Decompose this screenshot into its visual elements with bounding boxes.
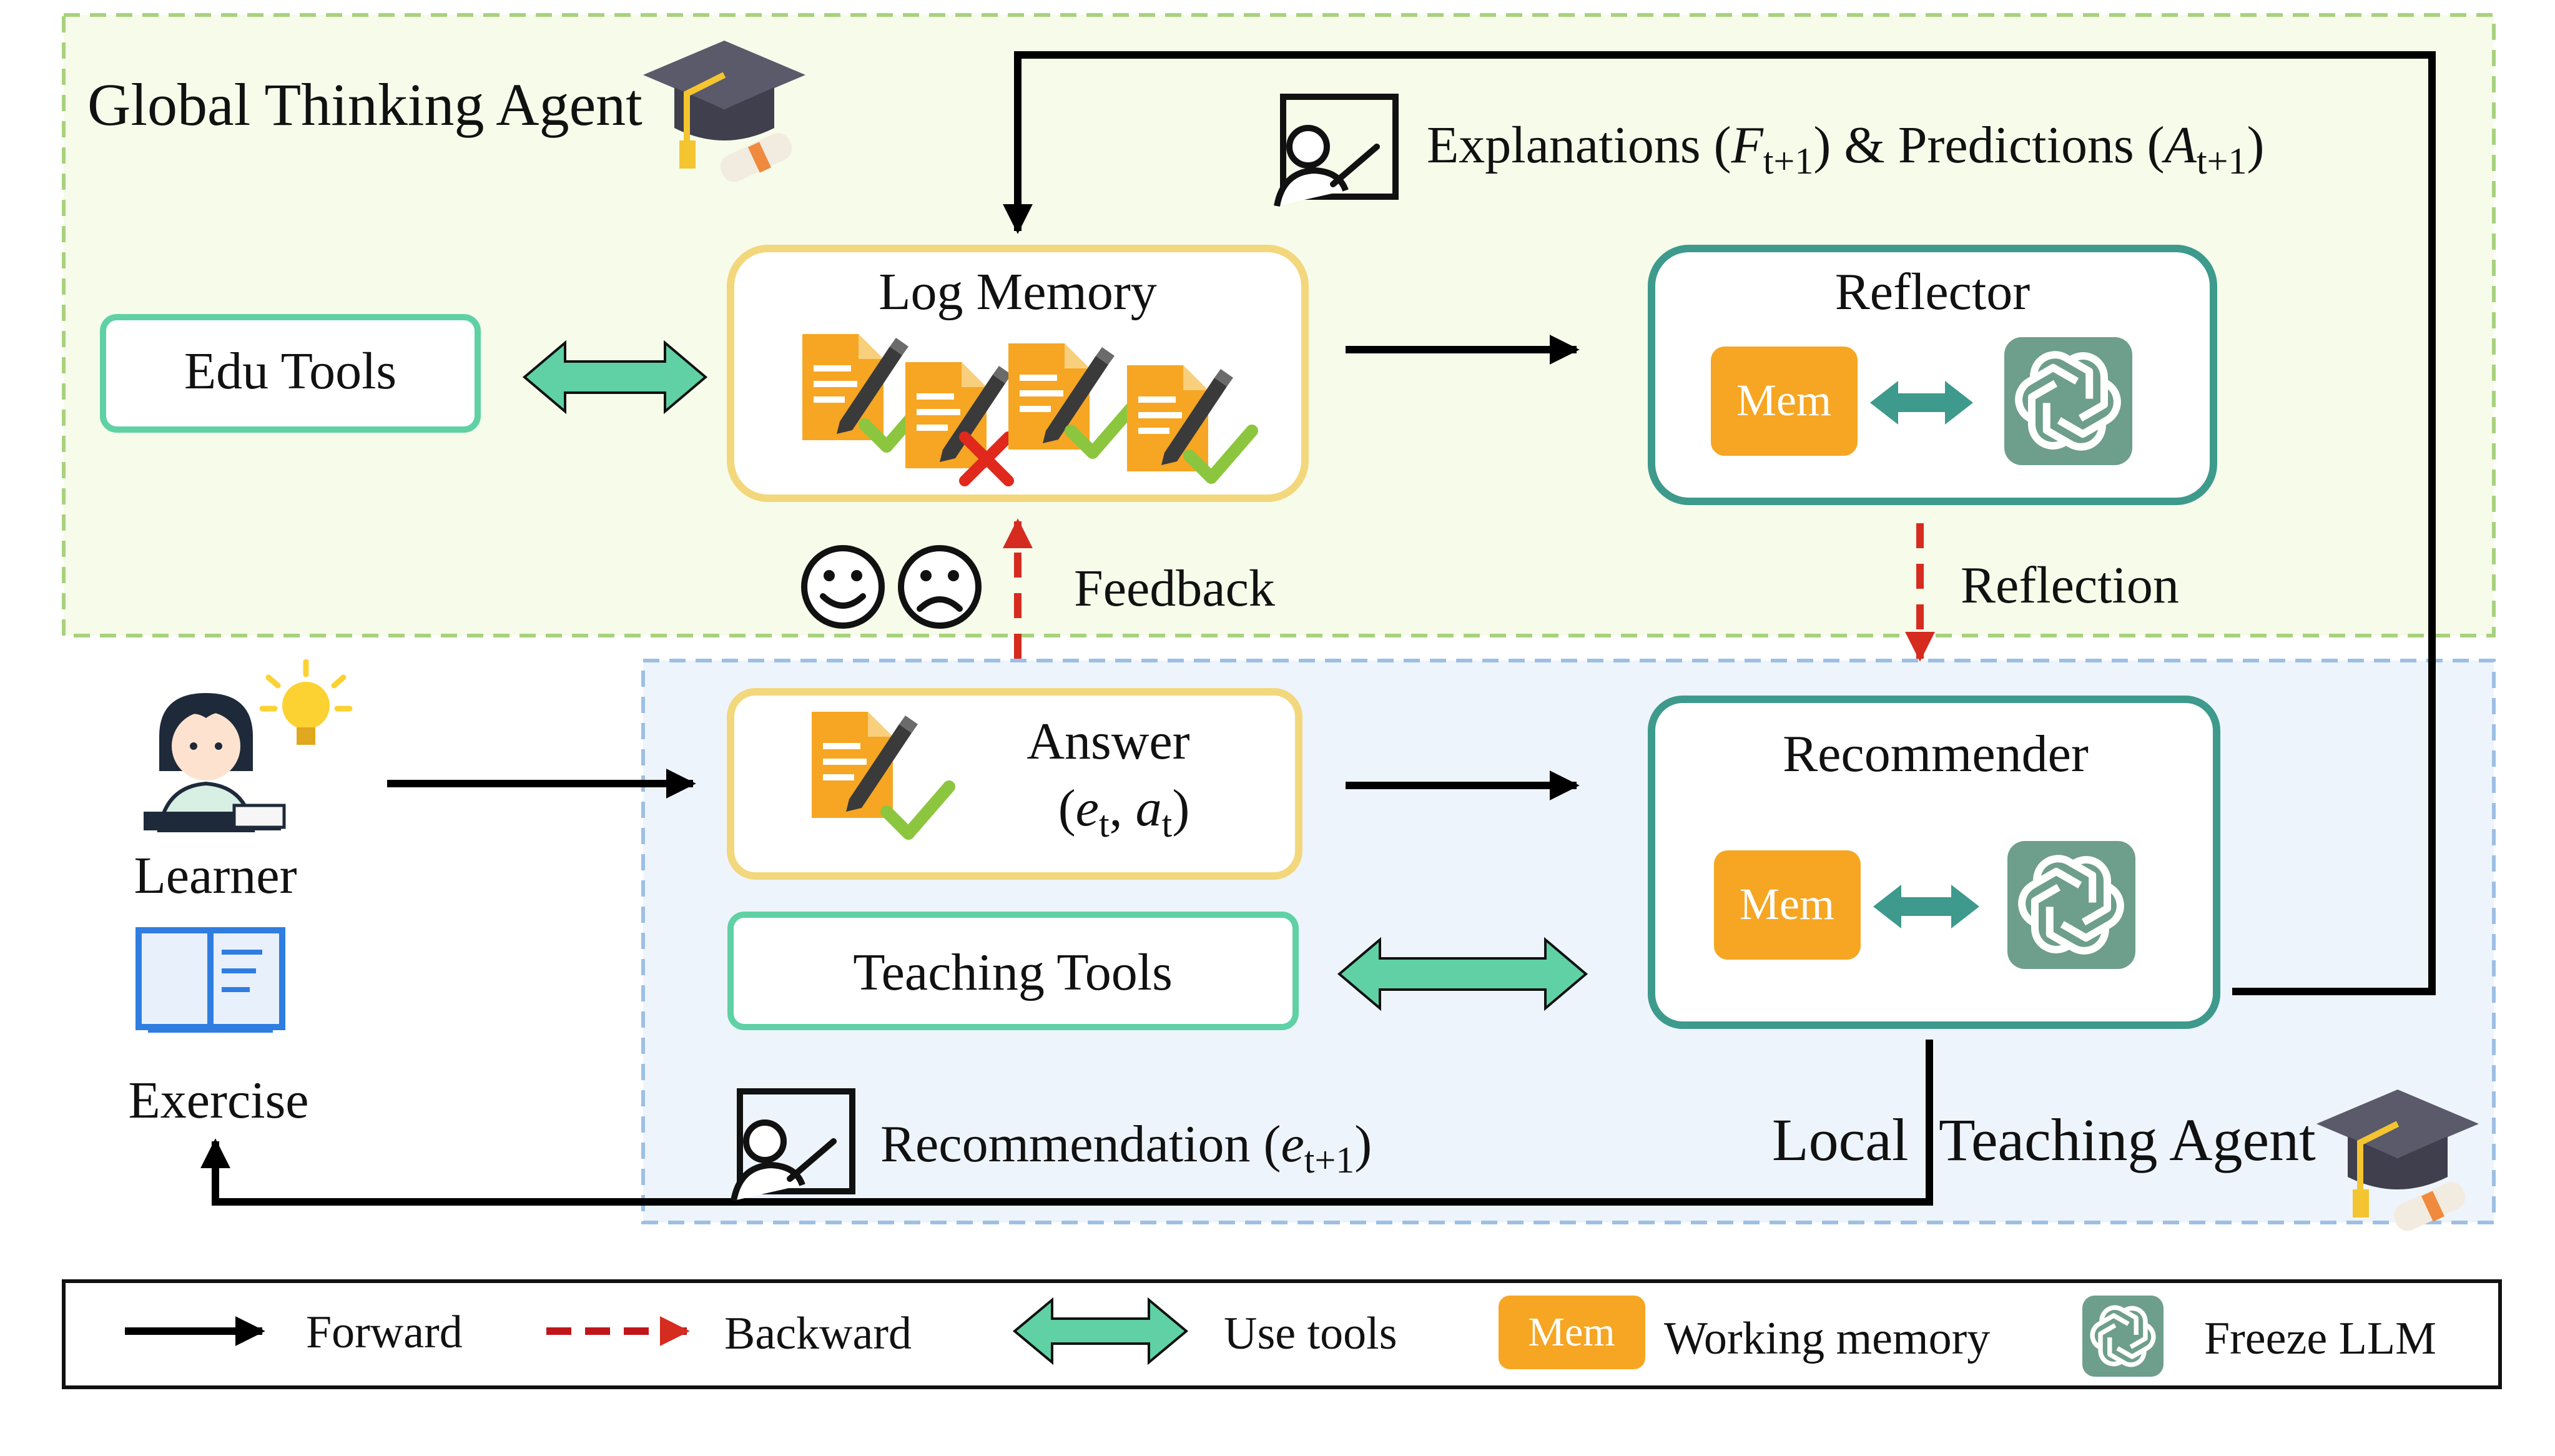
local-agent-title-rest: Teaching Agent — [1939, 1106, 2316, 1173]
recommendation-arrow — [200, 1040, 1933, 1206]
reflector-title: Reflector — [1835, 263, 2031, 321]
explanations-label: Explanations (Ft+1) & Predictions (At+1) — [1427, 116, 2264, 182]
answer-variables: (et, at) — [1058, 779, 1190, 845]
reflection-label: Reflection — [1961, 556, 2179, 614]
use-tools-arrow — [1873, 885, 1979, 928]
legend-backward-label: Backward — [724, 1308, 912, 1359]
learner-icon — [144, 693, 286, 832]
use-tools-arrow — [522, 340, 708, 415]
legend-use-tools-label: Use tools — [1224, 1308, 1397, 1359]
lightbulb-icon — [259, 659, 353, 745]
mem-badge-label: Mem — [1736, 375, 1831, 425]
local-agent-title-local: Local — [1772, 1106, 1909, 1173]
mem-badge-label: Mem — [1740, 879, 1834, 929]
legend-mem-badge — [1499, 1296, 1645, 1369]
answer-title: Answer — [1026, 712, 1189, 770]
legend-freeze-llm-label: Freeze LLM — [2204, 1313, 2436, 1364]
happy-face-icon — [801, 545, 885, 629]
recommendation-label: Recommendation (et+1) — [880, 1115, 1372, 1181]
log-memory-title: Log Memory — [879, 263, 1157, 321]
legend-working-memory-label: Working memory — [1664, 1313, 1990, 1364]
edu-tools-label: Edu Tools — [184, 342, 396, 400]
exercise-label: Exercise — [128, 1071, 308, 1129]
learner-label: Learner — [134, 847, 297, 905]
legend-mem-badge-label: Mem — [1528, 1309, 1615, 1355]
teaching-tools-label: Teaching Tools — [853, 943, 1173, 1001]
edu-tools-box — [100, 314, 481, 433]
mem-badge — [1714, 850, 1861, 960]
teaching-tools-box — [727, 912, 1299, 1030]
feedback-label: Feedback — [1074, 559, 1275, 617]
legend-forward-label: Forward — [306, 1307, 463, 1358]
use-tools-arrow — [1337, 937, 1588, 1011]
exercise-book-icon — [135, 927, 285, 1033]
sad-face-icon — [898, 545, 982, 629]
global-agent-title: Global Thinking Agent — [87, 71, 642, 138]
mem-badge — [1711, 347, 1858, 456]
use-tools-arrow — [1870, 381, 1973, 425]
recommender-title: Recommender — [1783, 725, 2089, 783]
legend-use-tools-arrow — [1012, 1297, 1189, 1365]
loop-arrow — [1003, 51, 2436, 995]
